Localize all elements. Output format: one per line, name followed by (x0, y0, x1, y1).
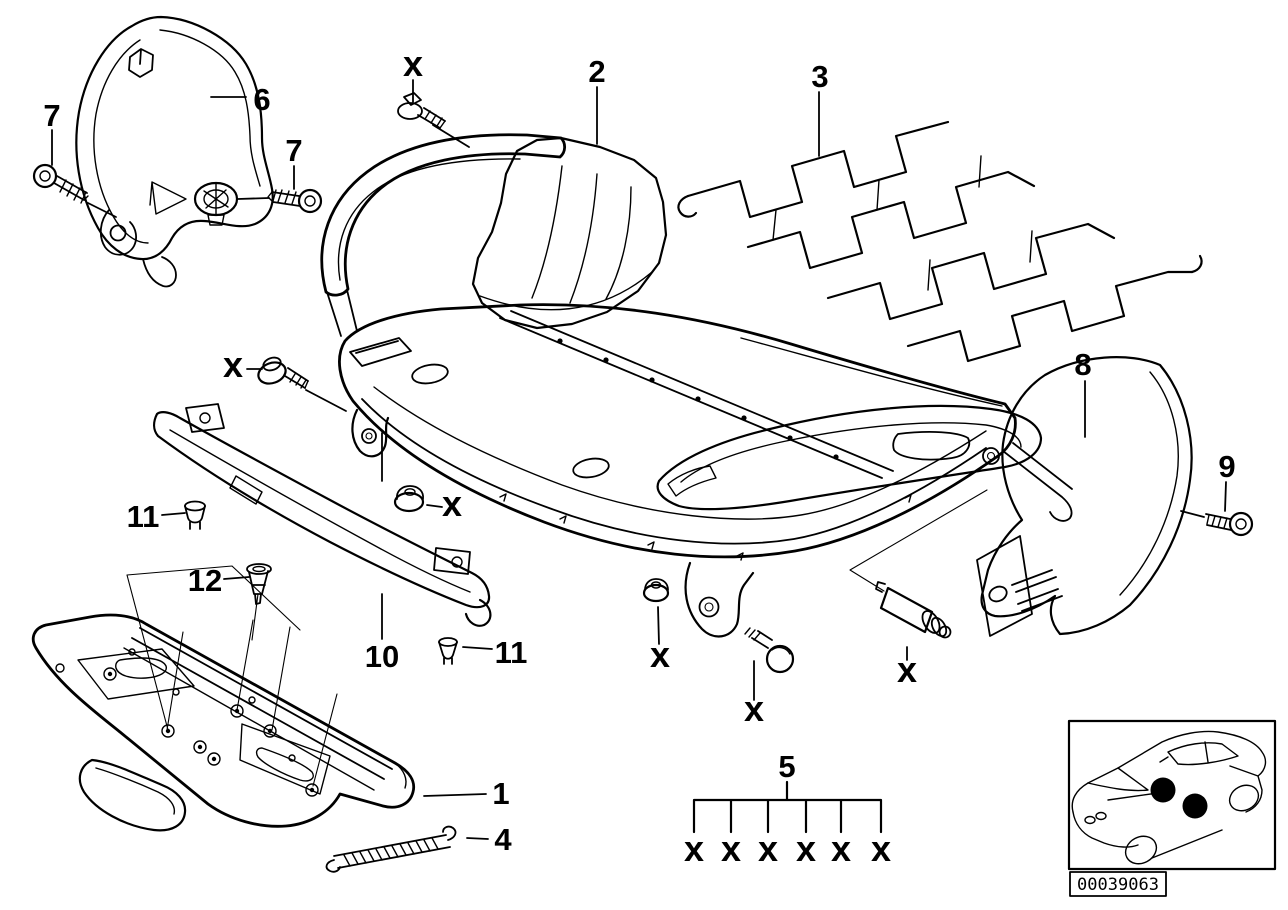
callout-3[interactable]: 3 (811, 59, 828, 94)
clip-11-right (438, 637, 458, 665)
diagram-number-frame (1069, 871, 1167, 897)
seat-position-dot-right (1182, 793, 1208, 819)
callout-1[interactable]: 1 (492, 776, 509, 811)
projection-lines (126, 489, 988, 787)
seat-pan-grommets (103, 667, 319, 797)
callout-5[interactable]: 5 (778, 749, 795, 784)
car-locator (1067, 719, 1277, 871)
x-marker-group-4: x (796, 828, 816, 869)
callout-6[interactable]: 6 (253, 82, 270, 117)
x-top-screw-part (397, 92, 446, 129)
callout-11-left[interactable]: 11 (127, 499, 160, 534)
x-marker-group-1: x (684, 828, 704, 869)
callout-7-right[interactable]: 7 (285, 133, 302, 168)
x-marker-group-6: x (871, 828, 891, 869)
screw-7-right (267, 188, 323, 214)
car-locator-frame (1067, 719, 1277, 871)
x-marker-top-screw: x (403, 43, 423, 84)
x-front-nut-part (393, 485, 425, 513)
part-3-spring-mat (677, 120, 1203, 363)
x-marker-front-nut: x (442, 483, 462, 524)
x-marker-center-nut: x (650, 634, 670, 675)
seat-position-dot-left (1150, 777, 1176, 803)
callout-labels: 7 6 7 2 3 8 9 11 12 10 11 1 4 5 (43, 54, 1235, 857)
screw-9 (1205, 511, 1254, 537)
x-cylinder-part (875, 581, 952, 639)
x-left-bolt-part (257, 356, 309, 389)
x-center-nut-part (642, 578, 670, 603)
clip-11-left (184, 500, 206, 530)
callout-4[interactable]: 4 (494, 822, 512, 857)
callout-8[interactable]: 8 (1074, 347, 1091, 382)
x-marker-group-3: x (758, 828, 778, 869)
diagram-number-plate: 00039063 (1069, 871, 1167, 897)
x-marker-group-5: x (831, 828, 851, 869)
x-marker-cylinder: x (897, 649, 917, 690)
screw-12 (246, 563, 272, 605)
part-10-trim-strip (153, 403, 492, 627)
diagram-number-text: 00039063 (1077, 875, 1159, 895)
x-marker-pivot-bolt: x (744, 688, 764, 729)
x-marker-left-bolt: x (223, 344, 243, 385)
callout-10[interactable]: 10 (365, 639, 399, 674)
screw-7-left (32, 163, 89, 204)
car-icon (1071, 730, 1267, 865)
part-6-side-cover (75, 15, 274, 288)
part-4-tension-spring (325, 825, 457, 873)
part-8-side-cover (976, 356, 1193, 637)
callout-2[interactable]: 2 (588, 54, 605, 89)
x-pivot-bolt-part (744, 627, 795, 674)
callout-11-right[interactable]: 11 (495, 635, 528, 670)
callout-9[interactable]: 9 (1218, 449, 1235, 484)
x-markers: x x x x x x x x x x x x (223, 43, 917, 869)
callout-7-left[interactable]: 7 (43, 98, 60, 133)
part-2-seat-frame (320, 133, 1073, 638)
callout-12[interactable]: 12 (188, 563, 222, 598)
rail-roller-dots (557, 338, 839, 460)
group-bracket-5 (692, 780, 883, 834)
part-1-seat-pan (31, 613, 416, 832)
x-marker-group-2: x (721, 828, 741, 869)
leader-lines (51, 79, 1227, 840)
